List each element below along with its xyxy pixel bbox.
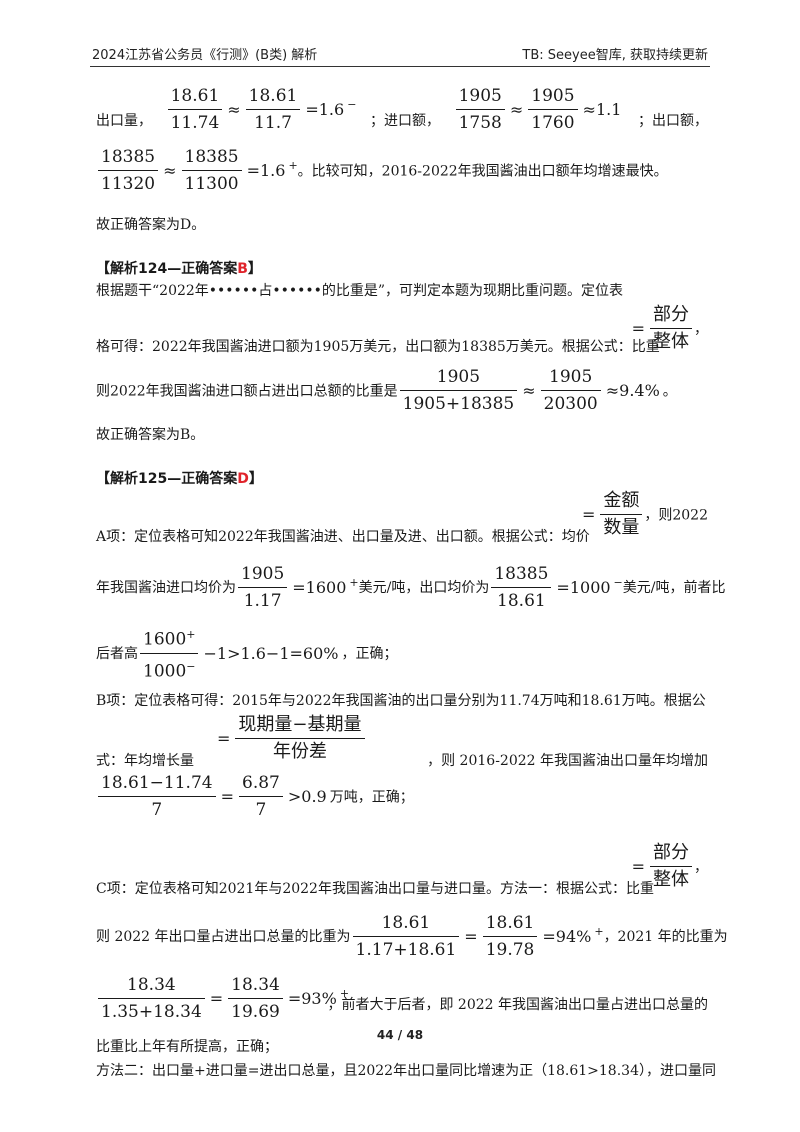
fraction: 部分整体: [650, 304, 692, 353]
option-b-line: 式：年均增长量 =现期量−基期量年份差 ，则 2016-2022 年我国酱油出口…: [96, 714, 708, 769]
section-heading-124: 【解析124—正确答案B】: [96, 261, 262, 277]
header-title: 2024江苏省公务员《行测》(B类) 解析: [92, 48, 318, 63]
page-number: 44 / 48: [376, 1028, 424, 1042]
page-header: 2024江苏省公务员《行测》(B类) 解析 TB: Seeyee智库, 获取持续…: [90, 42, 710, 67]
option-a-line: A项：定位表格可知2022年我国酱油进、出口量及进、出口额。根据公式：均价 =金…: [96, 490, 708, 545]
conclusion-text: 。比较可知，2016-2022年我国酱油出口额年均增速最快。: [297, 163, 668, 180]
fraction: 1600+1000−: [140, 624, 199, 682]
header-source: TB: Seeyee智库, 获取持续更新: [522, 48, 708, 63]
option-c-line: 方法二：出口量+进口量=进出口总量，且2022年出口量同比增速为正（18.61>…: [96, 1063, 716, 1079]
fraction: 现期量−基期量年份差: [235, 714, 365, 763]
answer-letter: B: [237, 261, 248, 277]
text-line: 格可得：2022年我国酱油进口额为1905万美元，出口额为18385万美元。根据…: [96, 304, 708, 355]
answer-line: 故正确答案为D。: [96, 217, 206, 233]
fraction: 部分整体: [650, 842, 692, 891]
option-c-line: 比重比上年有所提高，正确；: [96, 1039, 278, 1055]
section-heading-125: 【解析125—正确答案D】: [96, 471, 263, 487]
answer-letter: D: [237, 471, 249, 487]
option-b-line: B项：定位表格可得：2015年与2022年我国酱油的出口量分别为11.74万吨和…: [96, 693, 706, 709]
text-line: 根据题干“2022年••••••占••••••的比重是”，可判定本题为现期比重问…: [96, 283, 624, 299]
answer-line: 故正确答案为B。: [96, 427, 205, 443]
fraction: 金额数量: [600, 490, 643, 539]
option-c-line: C项：定位表格可知2021年与2022年我国酱油出口量与进口量。方法一：根据公式…: [96, 842, 708, 897]
